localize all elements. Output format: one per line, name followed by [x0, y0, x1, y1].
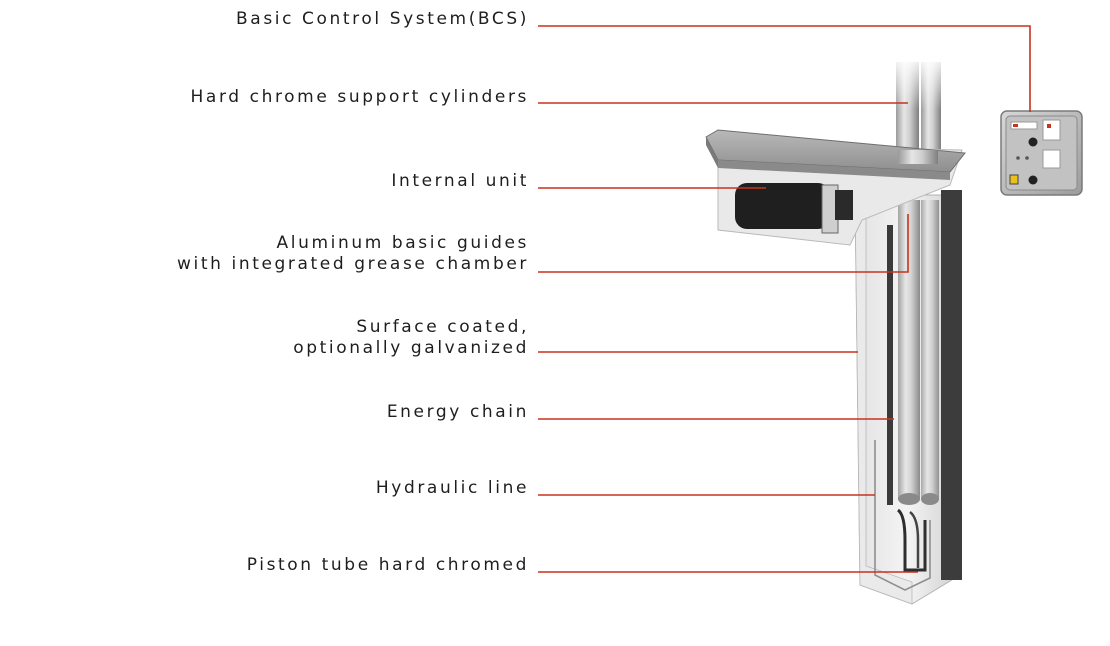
control-box: [1000, 110, 1083, 196]
label-surface: Surface coated, optionally galvanized: [293, 317, 529, 358]
label-guides: Aluminum basic guides with integrated gr…: [177, 233, 529, 274]
leader-line-guides: [538, 214, 909, 273]
label-internal-unit: Internal unit: [391, 171, 529, 191]
label-cylinders: Hard chrome support cylinders: [190, 87, 529, 107]
label-hydraulic: Hydraulic line: [375, 478, 529, 498]
label-piston: Piston tube hard chromed: [246, 555, 529, 575]
label-bcs: Basic Control System(BCS): [236, 9, 529, 29]
leader-lines: [538, 25, 1031, 573]
bollard-assembly: [705, 55, 966, 605]
leader-line-bcs: [538, 25, 1031, 112]
label-energy-chain: Energy chain: [386, 402, 529, 422]
